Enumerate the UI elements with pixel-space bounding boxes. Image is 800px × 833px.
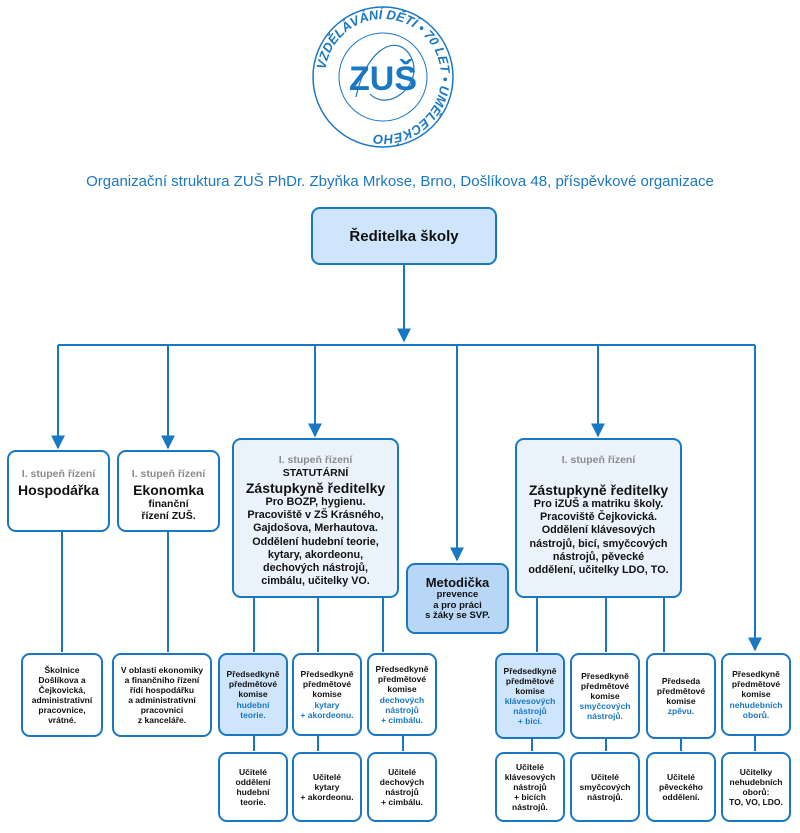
- metodicka-title: Metodička: [425, 574, 490, 590]
- teachers-box: Učitelé smyčcových nástrojů.: [570, 752, 640, 822]
- zus-logo: VZDĚLÁVÁNÍ DĚTÍ • 70 LET • UMĚLECKÉHO ZU…: [312, 6, 454, 148]
- statutarni-title: Zástupkyně ředitelky: [245, 480, 386, 496]
- hospodarka-title: Hospodářka: [18, 482, 99, 498]
- logo-monogram: ZUŠ: [349, 59, 417, 98]
- teachers-text: Učitelé smyčcových nástrojů.: [579, 771, 631, 802]
- committee-field: klávesových nástrojů + bicí.: [504, 696, 556, 727]
- committee-head: Předseda předmětové komise: [656, 675, 706, 706]
- teachers-text: Učitelé oddělení hudební teorie.: [235, 766, 271, 808]
- zastupkyne2-title: Zástupkyně ředitelky: [528, 482, 669, 498]
- hospodarka-staff-box: Školnice Došlíkova a Čejkovická, adminis…: [21, 653, 103, 737]
- committee-head: Předsedkyně předmětové komise: [226, 669, 280, 700]
- committee-head: Přesedkyně předmětové komise: [580, 670, 630, 701]
- ekonomka-title: Ekonomka: [133, 482, 204, 498]
- committee-field: dechových nástrojů + cimbálu.: [379, 694, 425, 725]
- teachers-box: Učitelé pěveckého oddělení.: [646, 752, 716, 822]
- committee-box: Předsedkyně předmětové komise klávesovýc…: [495, 653, 565, 739]
- statutarni-level: I. stupeň řízení: [278, 454, 353, 466]
- ekonomka-level: I. stupeň řízení: [131, 468, 206, 480]
- committee-box: Přesedkyně předmětové komise smyčcových …: [570, 653, 640, 739]
- committee-field: kytary + akordeonu.: [300, 699, 354, 720]
- director-title: Ředitelka školy: [349, 227, 459, 245]
- committee-field: nehudebních oborů.: [729, 699, 783, 720]
- ekonomka-box: I. stupeň řízení Ekonomka finanční řízen…: [117, 450, 220, 532]
- ekonomka-staff-text: V oblasti ekonomiky a finančního řízení …: [120, 664, 204, 726]
- statutarni-desc: Pro BOZP, hygienu. Pracoviště v ZŠ Krásn…: [247, 496, 384, 588]
- committee-box: Předsedkyně předmětové komise dechových …: [367, 653, 437, 736]
- ekonomka-desc: finanční řízení ZUŠ.: [141, 498, 196, 523]
- committee-head: Předsedkyně předmětové komise: [503, 665, 557, 696]
- committee-field: zpěvu.: [667, 706, 695, 717]
- teachers-text: Učitelé klávesových nástrojů + bicích ná…: [504, 761, 556, 813]
- committee-head: Předsedkyně předmětové komise: [300, 669, 354, 700]
- hospodarka-box: I. stupeň řízení Hospodářka: [7, 450, 110, 532]
- committee-box: Předsedkyně předmětové komise hudební te…: [218, 653, 288, 736]
- zastupkyne2-box: I. stupeň řízení Zástupkyně ředitelky Pr…: [515, 438, 682, 598]
- hospodarka-staff-text: Školnice Došlíkova a Čejkovická, adminis…: [31, 664, 93, 726]
- statutarni-tag: STATUTÁRNÍ: [282, 467, 349, 479]
- ekonomka-staff-box: V oblasti ekonomiky a finančního řízení …: [112, 653, 212, 737]
- committee-box: Předsedkyně předmětové komise kytary + a…: [292, 653, 362, 736]
- committee-head: Přesedkyně předmětové komise: [731, 669, 781, 700]
- page-subtitle: Organizační struktura ZUŠ PhDr. Zbyňka M…: [86, 173, 714, 190]
- committee-field: hudební teorie.: [236, 699, 270, 720]
- teachers-text: Učitelé pěveckého oddělení.: [659, 771, 703, 802]
- teachers-box: Učitelé dechových nástrojů + cimbálu.: [367, 752, 437, 822]
- teachers-box: Učitelé oddělení hudební teorie.: [218, 752, 288, 822]
- committee-head: Předsedkyně předmětové komise: [375, 664, 429, 695]
- metodicka-desc: prevence a pro práci s žáky se SVP.: [425, 588, 490, 622]
- zastupkyne2-desc: Pro iZUŠ a matriku školy. Pracoviště Čej…: [528, 498, 669, 576]
- zastupkyne2-level: I. stupeň řízení: [561, 454, 636, 466]
- metodicka-box: Metodička prevence a pro práci s žáky se…: [406, 563, 509, 634]
- teachers-box: Učitelé klávesových nástrojů + bicích ná…: [495, 752, 565, 822]
- committee-box: Předseda předmětové komise zpěvu.: [646, 653, 716, 739]
- teachers-box: Učitelé kytary + akordeonu.: [292, 752, 362, 822]
- teachers-text: Učitelé kytary + akordeonu.: [300, 771, 354, 802]
- teachers-box: Učitelky nehudebních oborů: TO, VO, LDO.: [721, 752, 791, 822]
- committee-field: smyčcových nástrojů.: [579, 701, 631, 722]
- hospodarka-level: I. stupeň řízení: [21, 468, 96, 480]
- committee-box: Přesedkyně předmětové komise nehudebních…: [721, 653, 791, 736]
- director-box: Ředitelka školy: [311, 207, 497, 265]
- teachers-text: Učitelé dechových nástrojů + cimbálu.: [379, 766, 425, 808]
- teachers-text: Učitelky nehudebních oborů: TO, VO, LDO.: [729, 766, 783, 808]
- statutarni-box: I. stupeň řízení STATUTÁRNÍ Zástupkyně ř…: [232, 438, 399, 598]
